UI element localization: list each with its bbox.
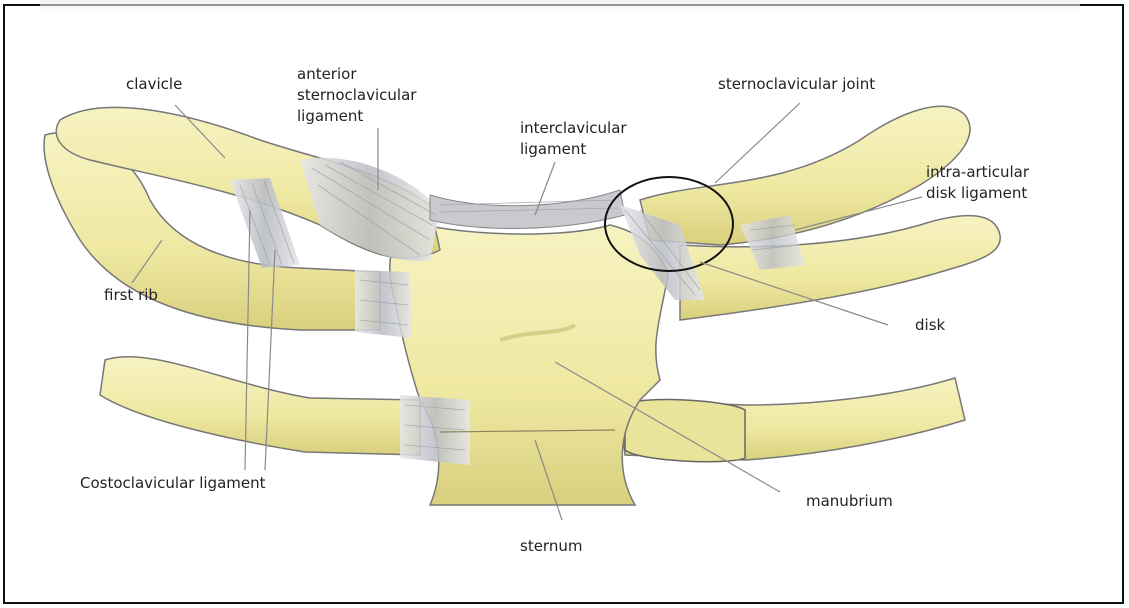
left-second-rib (100, 357, 420, 455)
label-first-rib: first rib (104, 285, 158, 306)
interclavicular-ligament (430, 190, 625, 228)
label-disk: disk (915, 315, 945, 336)
label-clavicle: clavicle (126, 74, 182, 95)
label-interclavicular-ligament: interclavicular ligament (520, 118, 627, 160)
label-manubrium: manubrium (806, 491, 893, 512)
label-sternoclavicular-joint: sternoclavicular joint (718, 74, 875, 95)
label-anterior-sternoclavicular-ligament: anterior sternoclavicular ligament (297, 64, 416, 127)
label-intra-articular-disk-ligament: intra-articular disk ligament (926, 162, 1029, 204)
right-costal-cartilage (625, 400, 745, 462)
label-sternum: sternum (520, 536, 582, 557)
label-costoclavicular-ligament: Costoclavicular ligament (80, 473, 266, 494)
manubrium-sternum (390, 220, 668, 505)
